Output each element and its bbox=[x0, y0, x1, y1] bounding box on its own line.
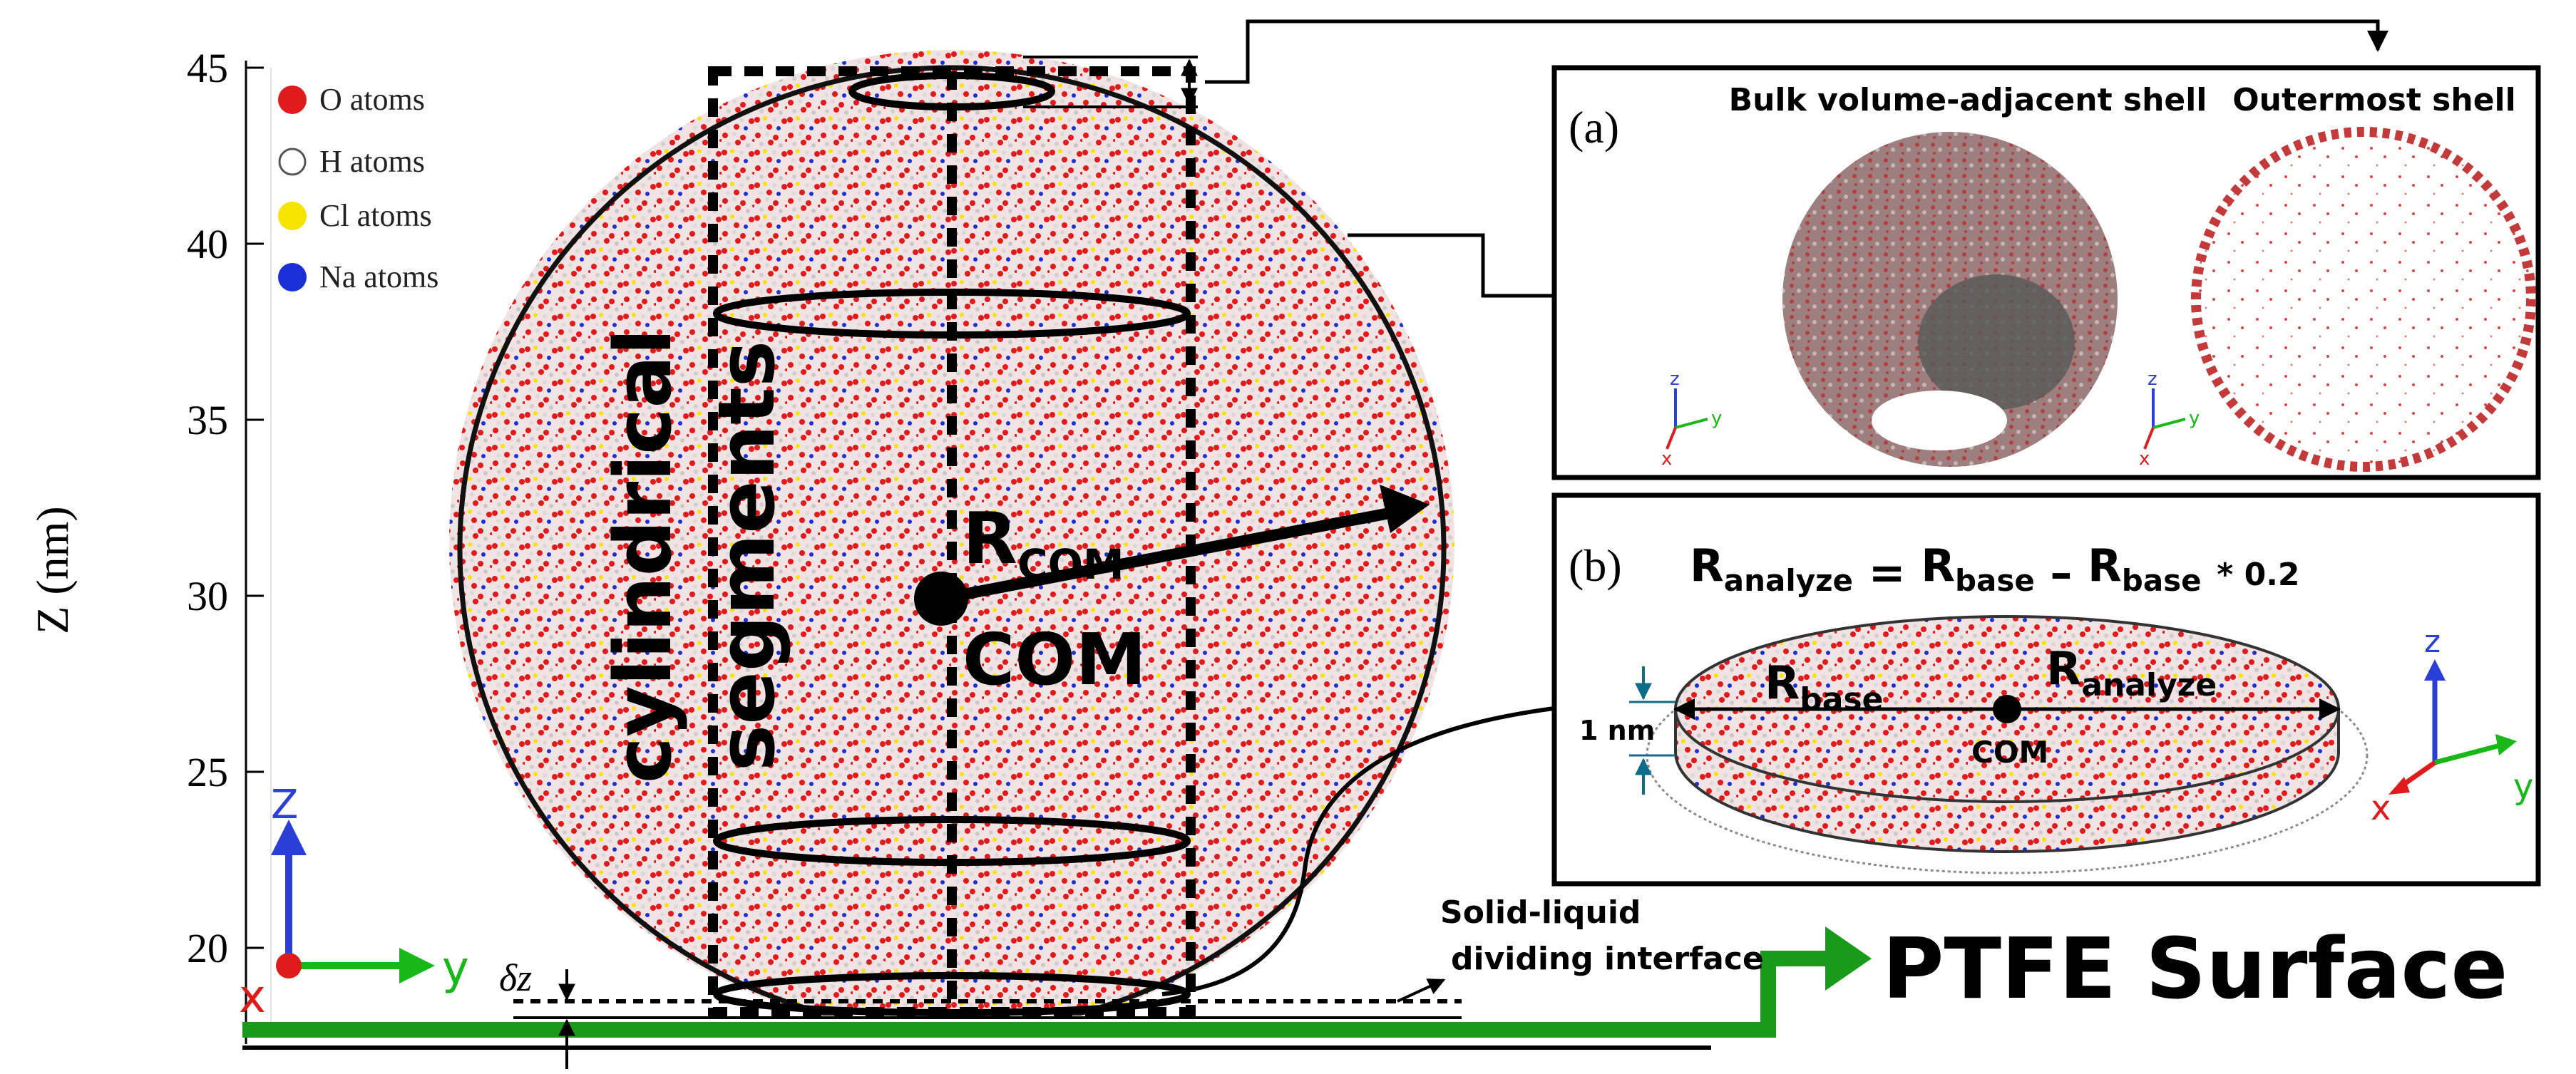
panel-a-triad-right: z y x bbox=[2139, 368, 2200, 470]
na-atoms-swatch bbox=[278, 263, 307, 291]
svg-text:z: z bbox=[2424, 624, 2441, 660]
segments-label-line1: cylindrical bbox=[597, 329, 689, 783]
axes-triad-main: Z y x bbox=[239, 782, 469, 1023]
panel-a: (a) Bulk volume-adjacent shell Outermost… bbox=[1551, 65, 2541, 480]
z-axis-tick-label: 30 bbox=[187, 573, 228, 619]
panel-b-triad: z y x bbox=[2371, 624, 2533, 828]
slice-ellipse-top bbox=[848, 72, 1055, 110]
legend-label-cl: Cl atoms bbox=[319, 198, 432, 233]
panel-a-triad-left: z y x bbox=[1661, 368, 1722, 470]
cylinder-segment-box bbox=[708, 66, 1196, 1017]
svg-text:z: z bbox=[2147, 368, 2157, 390]
z-axis-tick-label: 35 bbox=[187, 397, 228, 443]
top-shell-marker bbox=[1023, 19, 2388, 108]
svg-text:y: y bbox=[1711, 408, 1722, 429]
z-axis-tick-label: 40 bbox=[187, 221, 228, 267]
slice-ellipse-lower bbox=[713, 816, 1191, 866]
slice-ellipse-upper bbox=[713, 289, 1191, 339]
radius-arrow bbox=[940, 504, 1410, 604]
slice-ellipse-bottom bbox=[713, 972, 1191, 1016]
disc-com-label: COM bbox=[1971, 735, 2048, 770]
base-radius-label: Rbase bbox=[1765, 657, 1884, 718]
com-point bbox=[914, 572, 968, 626]
legend-label-o: O atoms bbox=[319, 82, 425, 117]
triad-x-label: x bbox=[239, 971, 266, 1023]
z-axis-tick-label: 45 bbox=[187, 45, 228, 91]
com-label: COM bbox=[963, 618, 1146, 701]
panel-b-tag: (b) bbox=[1569, 540, 1622, 591]
ptfe-surface bbox=[242, 926, 1872, 1050]
svg-text:z: z bbox=[1670, 368, 1680, 390]
legend-label-h: H atoms bbox=[319, 144, 425, 179]
panel-a-tag: (a) bbox=[1569, 102, 1619, 153]
analyze-radius-label: Ranalyze bbox=[2046, 643, 2217, 703]
z-axis-label: Z (nm) bbox=[27, 506, 78, 634]
interface-label-line2: dividing interface bbox=[1451, 941, 1764, 977]
cl-atoms-swatch bbox=[278, 202, 307, 230]
svg-text:x: x bbox=[2371, 788, 2391, 828]
legend-label-na: Na atoms bbox=[319, 259, 438, 294]
thickness-label: 1 nm bbox=[1579, 715, 1655, 746]
z-axis-tick-label: 20 bbox=[187, 925, 228, 971]
bulk-shell-inner-dark bbox=[1918, 274, 2075, 410]
triad-y-label: y bbox=[442, 942, 469, 995]
panel-b: (b) Ranalyze = Rbase – Rbase * 0.2 Rbase… bbox=[1551, 492, 2541, 887]
disc-com-point bbox=[1993, 695, 2021, 723]
svg-text:y: y bbox=[2189, 408, 2200, 429]
panel-a-right-title: Outermost shell bbox=[2232, 82, 2515, 118]
segments-label-line2: segments bbox=[701, 341, 792, 771]
legend: O atoms H atoms Cl atoms Na atoms bbox=[278, 82, 438, 294]
panel-a-left-title: Bulk volume-adjacent shell bbox=[1729, 82, 2207, 118]
radius-arrowhead bbox=[1380, 485, 1430, 533]
svg-text:x: x bbox=[2139, 448, 2150, 470]
delta-z-label: δz bbox=[499, 956, 532, 999]
ptfe-surface-label: PTFE Surface bbox=[1882, 919, 2508, 1018]
triad-z-label: Z bbox=[271, 782, 298, 828]
radius-com-label: RCOM bbox=[963, 497, 1124, 589]
panel-b-formula: Ranalyze = Rbase – Rbase * 0.2 bbox=[1690, 539, 2300, 601]
interface-label-line1: Solid-liquid bbox=[1440, 894, 1641, 931]
o-atoms-swatch bbox=[278, 86, 307, 114]
svg-text:y: y bbox=[2513, 767, 2533, 807]
interface-pointer bbox=[1397, 979, 1446, 1003]
outermost-shell-sphere bbox=[2191, 127, 2536, 472]
pointer-to-panel-b bbox=[1161, 691, 1621, 996]
z-axis: 45 40 35 30 25 20 Z (nm) bbox=[27, 45, 264, 1044]
z-axis-tick-label: 25 bbox=[187, 749, 228, 795]
svg-text:x: x bbox=[1661, 448, 1672, 470]
bulk-shell-gap bbox=[1872, 391, 2007, 450]
h-atoms-swatch bbox=[278, 148, 307, 176]
